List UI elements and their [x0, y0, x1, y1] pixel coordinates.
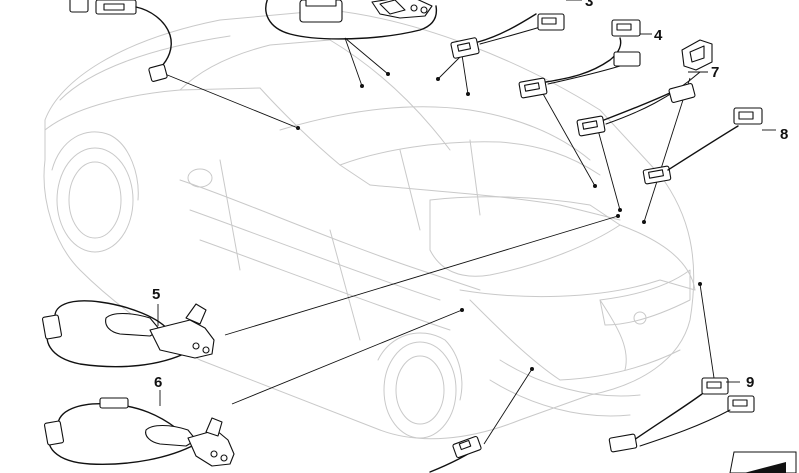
- label-part-8: 8: [780, 126, 788, 143]
- cable-harness-9[interactable]: [608, 377, 755, 453]
- roof-lock-5[interactable]: [41, 300, 215, 368]
- label-part-4: 4: [654, 27, 663, 44]
- label-part-9: 9: [746, 374, 754, 391]
- leader-lines: [159, 37, 715, 445]
- bottom-connector-part[interactable]: [429, 435, 482, 473]
- cable-harness-8[interactable]: [642, 107, 776, 185]
- cable-harness-4[interactable]: [518, 19, 652, 99]
- label-part-7: 7: [711, 64, 719, 81]
- label-part-3: 3: [585, 0, 593, 10]
- cable-harness-3[interactable]: [450, 0, 582, 59]
- label-part-5: 5: [152, 286, 160, 303]
- antenna-module-part[interactable]: [69, 0, 172, 82]
- car-outline: [43, 9, 696, 440]
- corner-flag-icon: [729, 451, 797, 473]
- cable-harness-7[interactable]: [576, 39, 713, 137]
- roof-lock-part[interactable]: [265, 0, 438, 40]
- part-labels: 3 4 7 8 5 6 9: [152, 0, 788, 391]
- roof-lock-6[interactable]: [43, 390, 235, 467]
- label-part-6: 6: [154, 374, 162, 391]
